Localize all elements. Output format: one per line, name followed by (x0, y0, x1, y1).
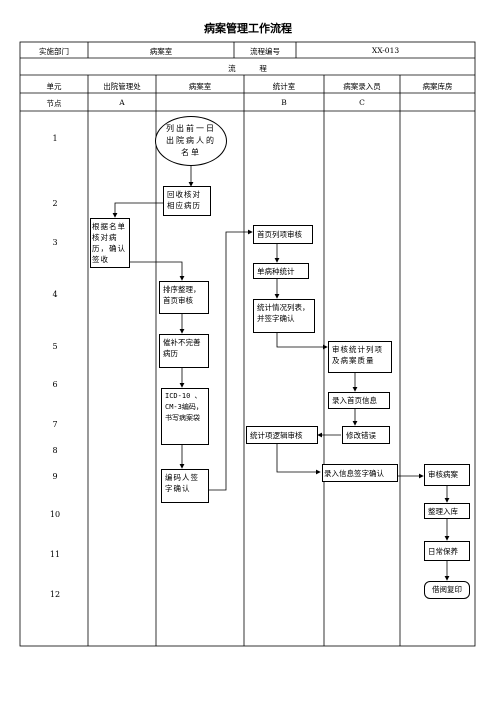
node-fix-errors: 修改错误 (342, 426, 390, 444)
step-number: 6 (52, 380, 58, 389)
step-number: 5 (52, 342, 58, 351)
node-icd-coding: ICD-10 、CM-3编码，书写病案袋 (161, 388, 209, 445)
node-file-storage: 整理入库 (424, 503, 470, 519)
node-collect-records: 回收核对相应病历 (163, 186, 211, 216)
node-review-archive: 审核病案 (424, 464, 470, 486)
col-unit: 统计室 (272, 82, 296, 91)
node-supplement: 催补不完善病历 (159, 334, 209, 368)
step-number: 3 (52, 238, 58, 247)
node-list-patients: 列出前一日出院病人的名单 (155, 116, 227, 166)
node-stats-list: 统计情况列表，并签字确认 (253, 299, 315, 333)
dept-value: 病案室 (149, 47, 173, 56)
col-unit: 出院管理处 (103, 82, 141, 91)
node-borrow-copy: 借阅复印 (424, 581, 470, 599)
code-value: XX-013 (371, 46, 400, 55)
process-label: 流 程 (228, 64, 267, 73)
page-title: 病案管理工作流程 (204, 22, 292, 35)
step-number: 4 (52, 290, 58, 299)
col-node: 节点 (46, 99, 62, 108)
step-number: 2 (52, 199, 58, 208)
node-review-quality: 审核统计列项及病案质量 (328, 341, 392, 373)
code-label: 流程编号 (250, 47, 280, 56)
dept-label: 实施部门 (39, 47, 69, 56)
node-homepage-review: 首页列项审核 (253, 225, 313, 244)
col-unit: 病案录入员 (343, 82, 381, 91)
node-code-confirm: 编码人签字确认 (161, 469, 209, 503)
step-number: 11 (49, 550, 61, 559)
col-node: A (119, 98, 125, 107)
step-number: 8 (52, 446, 58, 455)
step-number: 9 (52, 472, 58, 481)
node-enter-sign: 录入信息签字确认 (322, 464, 398, 482)
node-enter-homepage: 录入首页信息 (328, 392, 390, 409)
node-verify-records: 根据名单核对病历，确认签收 (90, 218, 130, 268)
col-node: B (281, 98, 287, 107)
step-number: 12 (49, 590, 61, 599)
node-daily-keep: 日常保养 (424, 541, 470, 561)
step-number: 1 (52, 134, 58, 143)
col-unit: 病案库房 (422, 82, 453, 91)
col-node: C (359, 98, 365, 107)
node-disease-stats: 单病种统计 (253, 263, 309, 279)
col-unit: 病案室 (188, 82, 212, 91)
step-number: 7 (52, 420, 58, 429)
step-number: 10 (49, 510, 61, 519)
col-unit: 单元 (46, 82, 62, 91)
node-sort-review: 排序整理，首页审核 (159, 281, 209, 314)
node-logic-review: 统计项逻辑审核 (246, 426, 318, 444)
